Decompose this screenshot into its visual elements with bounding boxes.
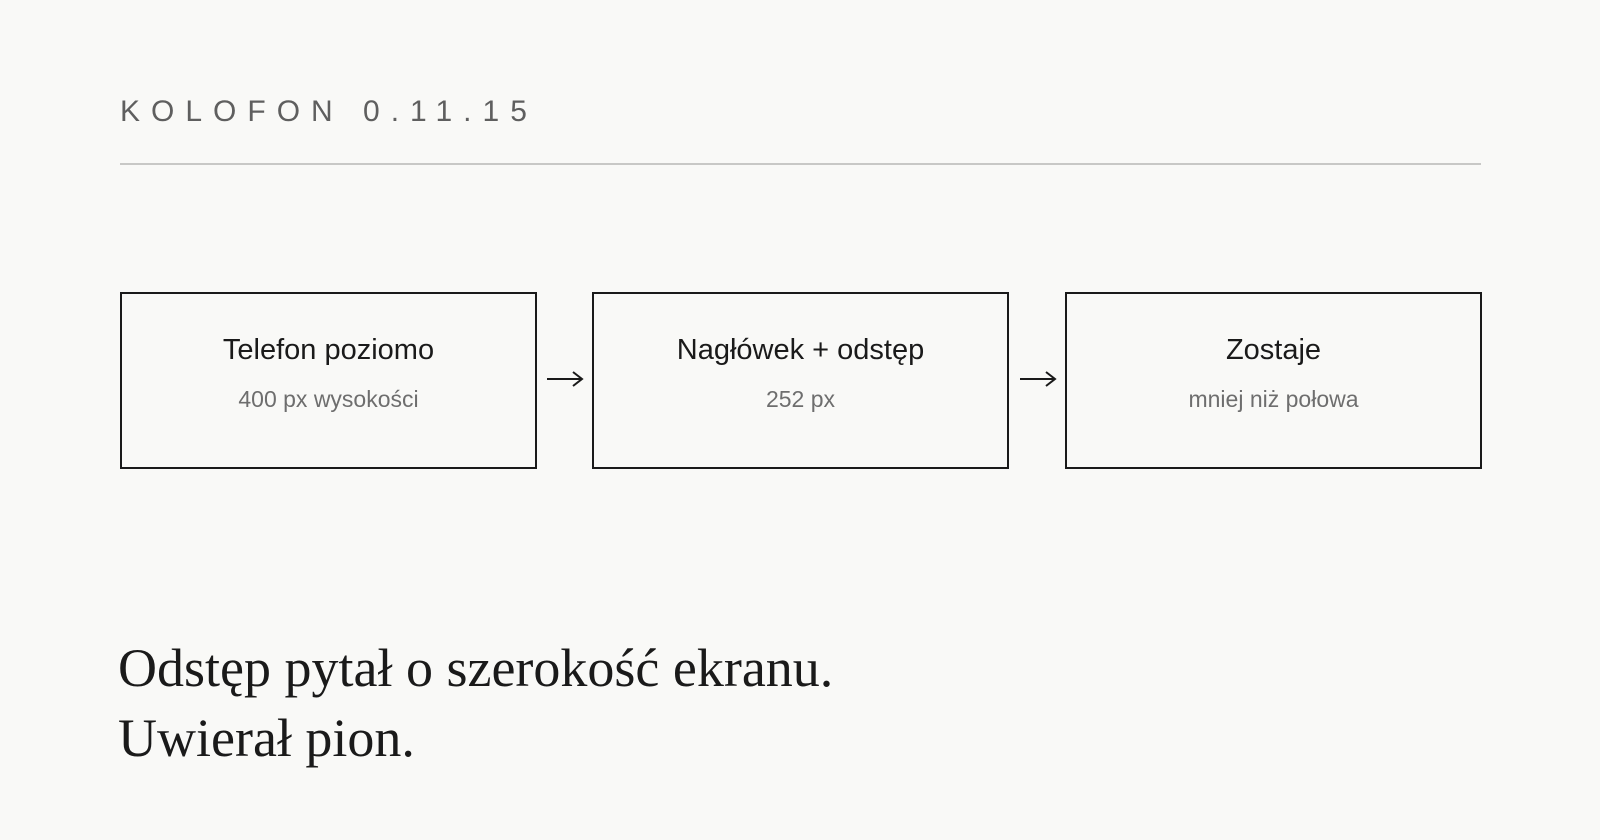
statement: Odstęp pytał o szerokość ekranu. Uwierał… xyxy=(118,633,833,773)
flow-step-header-spacing: Nagłówek + odstęp 252 px xyxy=(592,292,1009,469)
flow-step-subtitle: 400 px wysokości xyxy=(238,386,419,412)
statement-line: Odstęp pytał o szerokość ekranu. xyxy=(118,638,834,698)
flow-step-subtitle: mniej niż połowa xyxy=(1188,386,1359,412)
flow-step-phone-landscape: Telefon poziomo 400 px wysokości xyxy=(120,292,537,469)
header-divider xyxy=(120,163,1481,165)
right-arrow-icon xyxy=(545,364,585,394)
statement-line: Uwierał pion. xyxy=(118,708,415,768)
flow-step-remaining: Zostaje mniej niż połowa xyxy=(1065,292,1482,469)
flow-step-title: Telefon poziomo xyxy=(222,334,435,366)
flow-diagram: Telefon poziomo 400 px wysokości Nagłówe… xyxy=(120,292,1482,469)
flow-step-title: Zostaje xyxy=(1225,334,1322,366)
page-title: KOLOFON 0.11.15 xyxy=(120,95,538,128)
flow-step-title: Nagłówek + odstęp xyxy=(676,334,925,366)
flow-step-subtitle: 252 px xyxy=(765,386,836,412)
right-arrow-icon xyxy=(1018,364,1058,394)
header: KOLOFON 0.11.15 xyxy=(120,92,1481,132)
